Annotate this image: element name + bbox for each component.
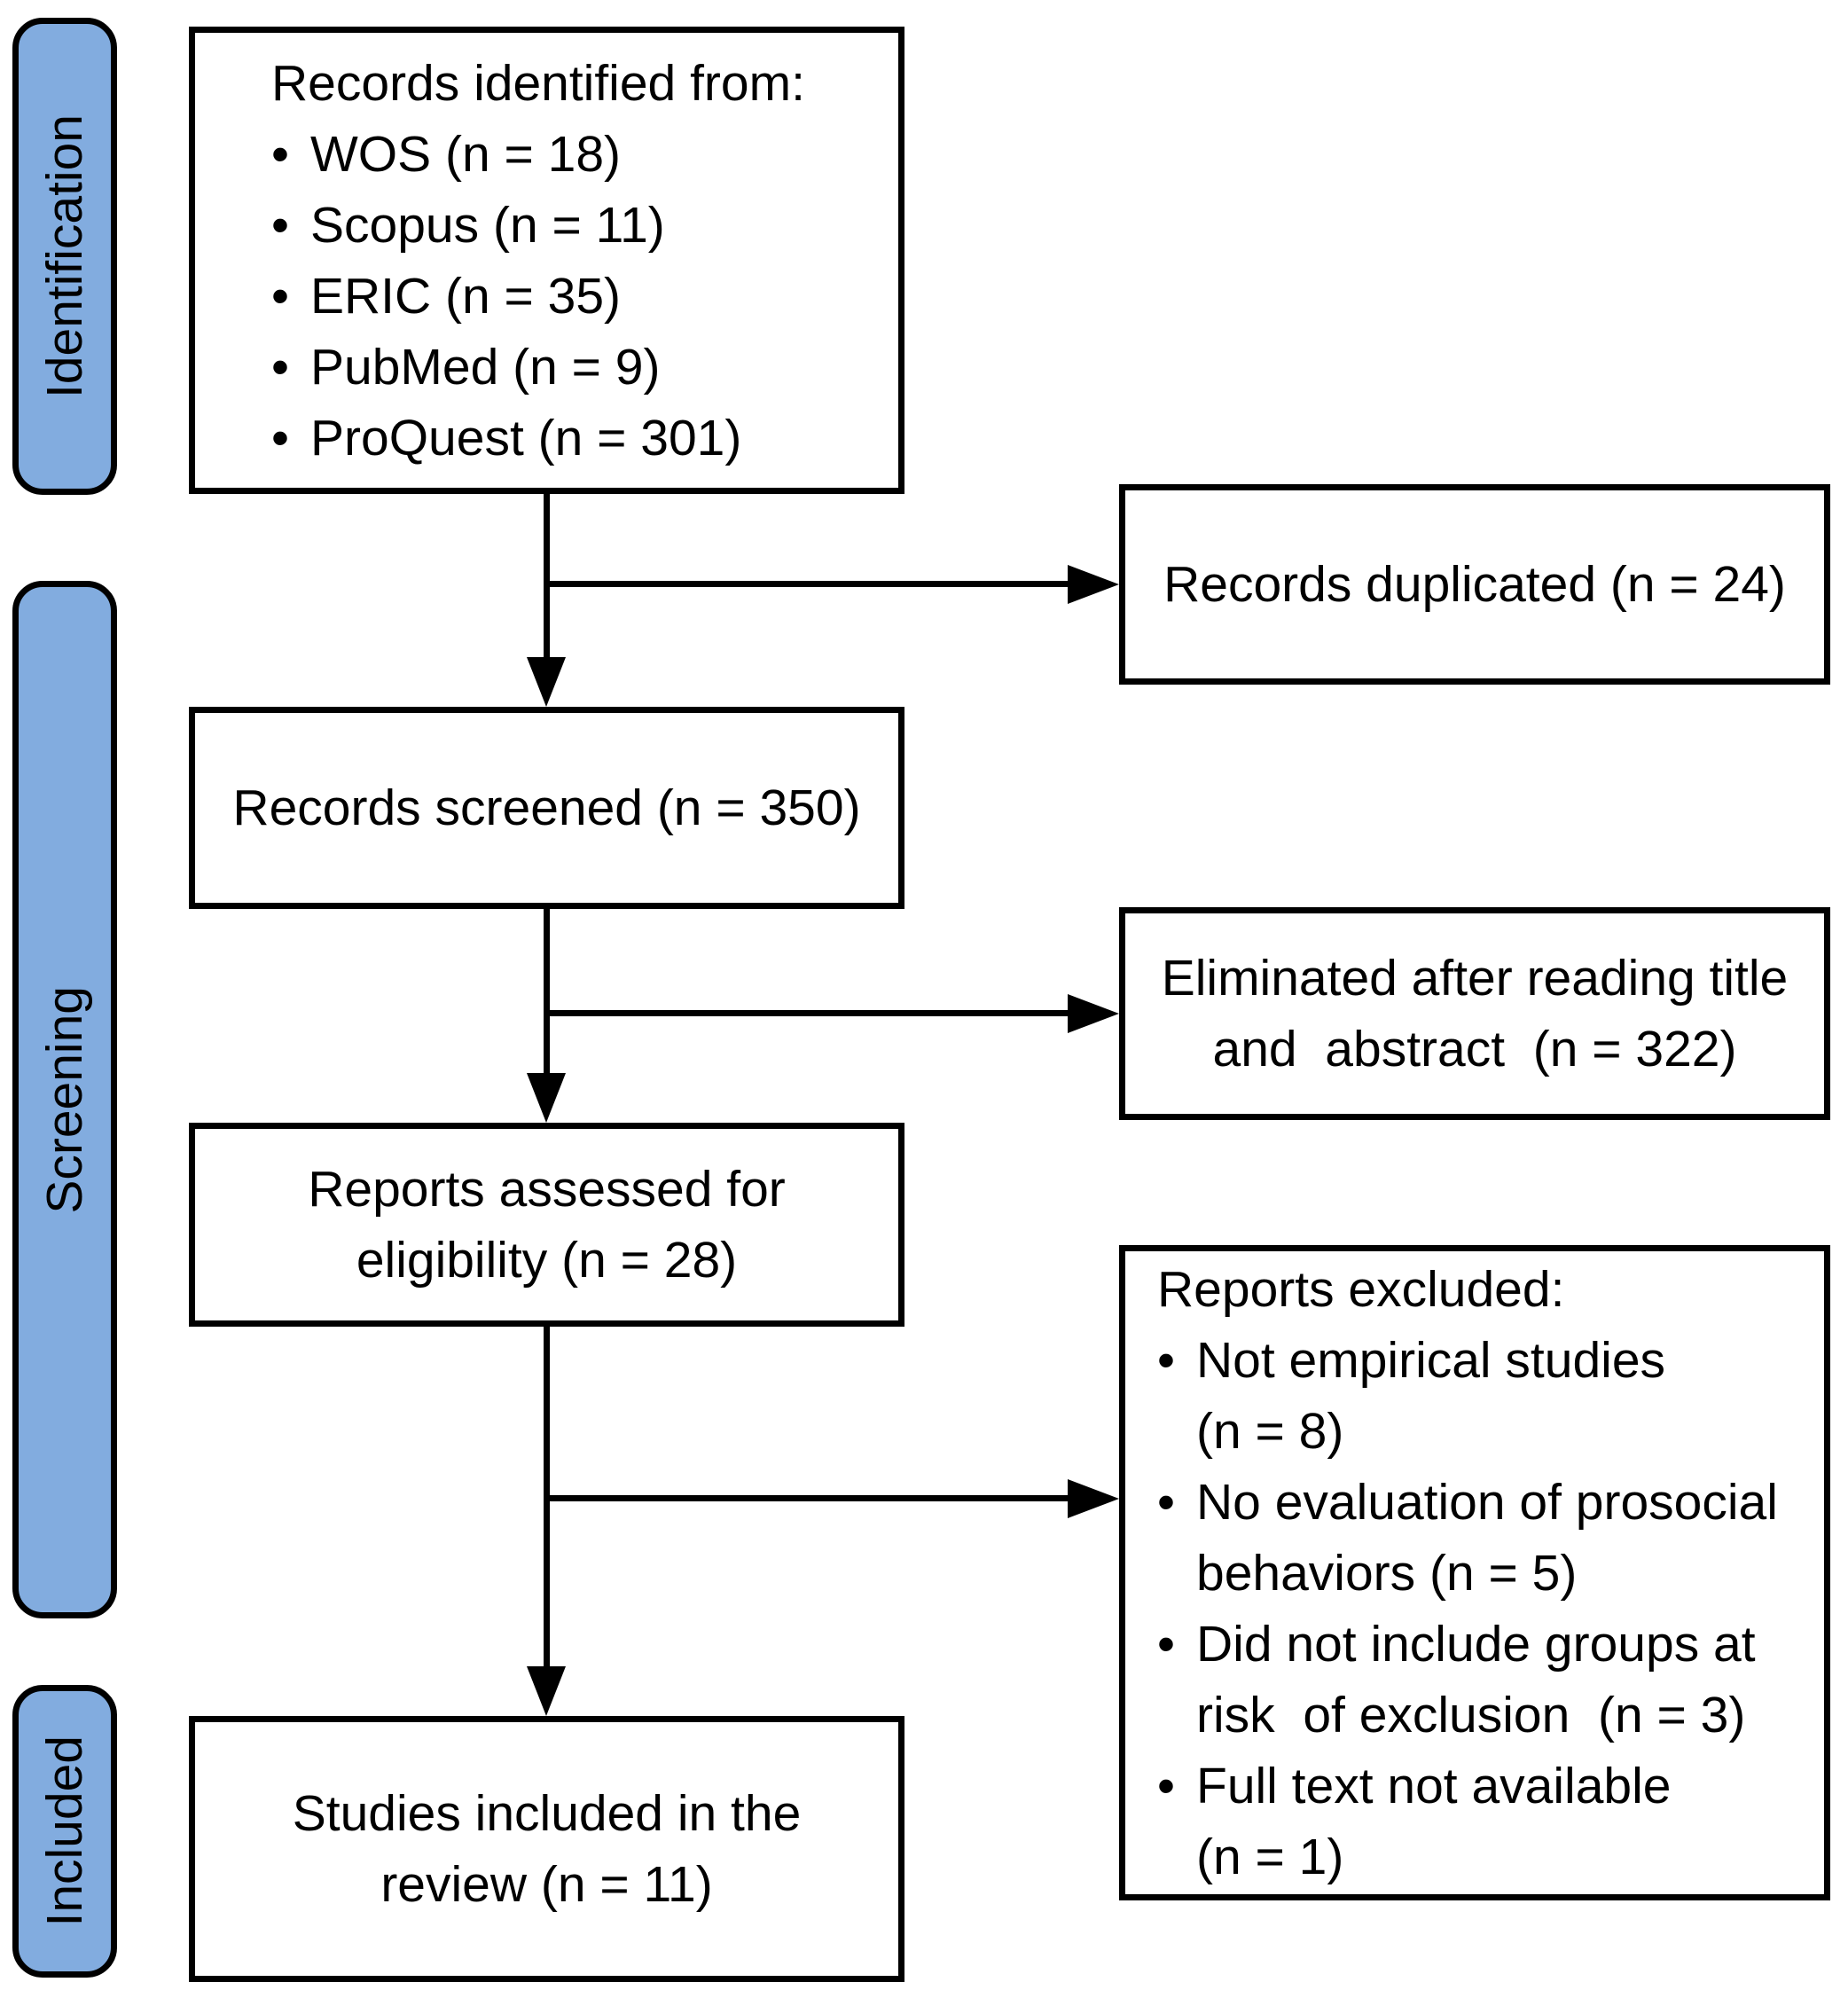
arrow-down-to-screened <box>527 657 566 707</box>
bullet-item: Full text not available (n = 1) <box>1157 1751 1817 1892</box>
bullet-item: WOS (n = 18) <box>271 119 884 190</box>
bullet-item: Did not include groups at risk of exclus… <box>1157 1609 1817 1751</box>
bullet-item: Scopus (n = 11) <box>271 190 884 261</box>
records-identified-title: Records identified from: <box>271 54 805 112</box>
box-studies-included: Studies included in the review (n = 11) <box>189 1716 904 1982</box>
stage-pill-screening: Screening <box>12 581 117 1618</box>
connector-branch-duplicated-line <box>546 581 1069 587</box>
stage-pill-included: Included <box>12 1685 117 1978</box>
arrow-down-to-assessed <box>527 1073 566 1123</box>
bullet-item: ProQuest (n = 301) <box>271 403 884 474</box>
box-records-screened: Records screened (n = 350) <box>189 707 904 909</box>
stage-label-identification: Identification <box>36 114 93 399</box>
arrow-right-to-eliminated <box>1068 994 1119 1033</box>
box-records-identified: Records identified from: WOS (n = 18)Sco… <box>189 27 904 494</box>
stage-label-screening: Screening <box>36 985 93 1214</box>
bullet-item: Not empirical studies (n = 8) <box>1157 1325 1817 1467</box>
reports-excluded-title: Reports excluded: <box>1157 1260 1565 1318</box>
stage-label-included: Included <box>36 1735 93 1927</box>
reports-assessed-text: Reports assessed for eligibility (n = 28… <box>308 1161 786 1289</box>
bullet-item: No evaluation of prosocial behaviors (n … <box>1157 1467 1817 1609</box>
connector-identified-to-screened-line <box>544 494 550 657</box>
box-eliminated-title-abstract: Eliminated after reading title and abstr… <box>1119 907 1830 1120</box>
arrow-right-to-excluded <box>1068 1479 1119 1518</box>
stage-pill-identification: Identification <box>12 18 117 495</box>
box-reports-assessed: Reports assessed for eligibility (n = 28… <box>189 1123 904 1327</box>
box-records-duplicated: Records duplicated (n = 24) <box>1119 484 1830 685</box>
bullet-item: ERIC (n = 35) <box>271 261 884 332</box>
records-duplicated-text: Records duplicated (n = 24) <box>1163 556 1786 613</box>
arrow-right-to-duplicated <box>1068 565 1119 604</box>
connector-branch-excluded-line <box>546 1495 1069 1501</box>
studies-included-text: Studies included in the review (n = 11) <box>292 1785 802 1913</box>
arrow-down-to-included <box>527 1666 566 1716</box>
connector-branch-eliminated-line <box>546 1010 1069 1016</box>
records-identified-source-list: WOS (n = 18)Scopus (n = 11)ERIC (n = 35)… <box>271 119 884 474</box>
eliminated-text: Eliminated after reading title and abstr… <box>1161 950 1789 1077</box>
connector-screened-to-assessed-line <box>544 909 550 1073</box>
box-reports-excluded: Reports excluded: Not empirical studies … <box>1119 1245 1830 1900</box>
records-screened-text: Records screened (n = 350) <box>232 780 861 836</box>
bullet-item: PubMed (n = 9) <box>271 332 884 403</box>
reports-excluded-reason-list: Not empirical studies (n = 8)No evaluati… <box>1157 1325 1817 1892</box>
